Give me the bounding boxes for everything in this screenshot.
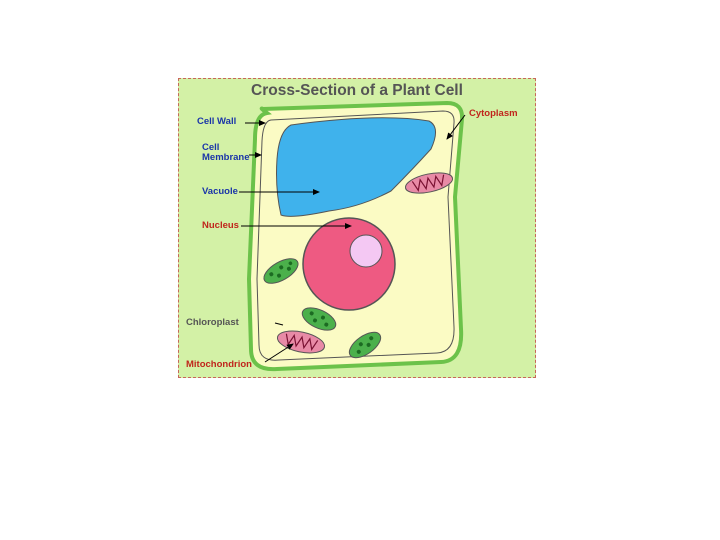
nucleus [303,218,395,310]
cell-membrane-label-line2: Membrane [202,153,250,163]
cytoplasm-label: Cytoplasm [469,109,518,119]
nucleolus [350,235,382,267]
vacuole-label: Vacuole [202,187,238,197]
cell-wall-label: Cell Wall [197,117,236,127]
nucleus-label: Nucleus [202,221,239,231]
chloroplast-label: Chloroplast [186,318,239,328]
plant-cell-figure: Cross-Section of a Plant Cell Cell Wall … [178,78,536,378]
mitochondrion-label: Mitochondrion [186,360,252,370]
diagram-title: Cross-Section of a Plant Cell [179,82,535,100]
cell-membrane-label: Cell Membrane [202,143,250,163]
